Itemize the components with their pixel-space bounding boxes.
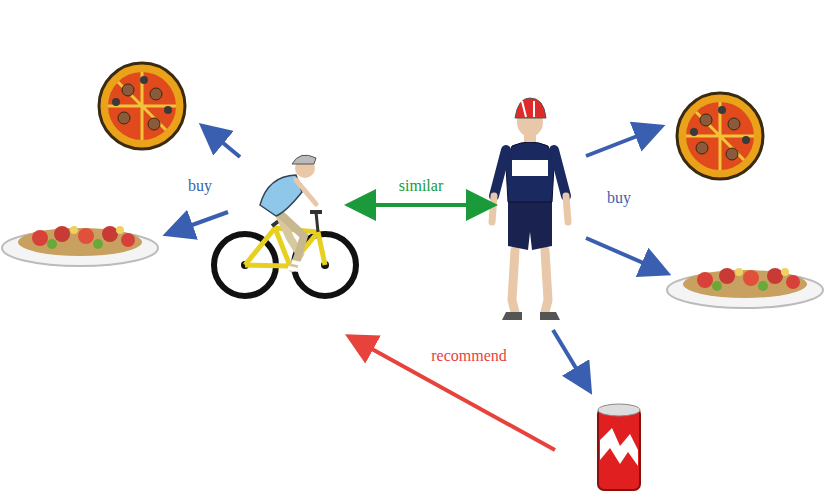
person <box>492 98 568 320</box>
buy-arrow <box>170 212 228 233</box>
action-label: recommend <box>429 347 509 365</box>
action-label: buy <box>605 189 633 207</box>
recommend-arrow <box>352 338 555 450</box>
soda-can <box>598 404 640 490</box>
action-label: buy <box>186 177 214 195</box>
similar-arrow <box>352 203 490 207</box>
buy-arrow <box>553 330 588 388</box>
buy-arrow <box>205 128 240 157</box>
cyclist <box>214 155 356 296</box>
relation-label: similar <box>397 177 445 195</box>
buy-arrow <box>586 128 658 156</box>
buy-arrow <box>586 238 664 272</box>
